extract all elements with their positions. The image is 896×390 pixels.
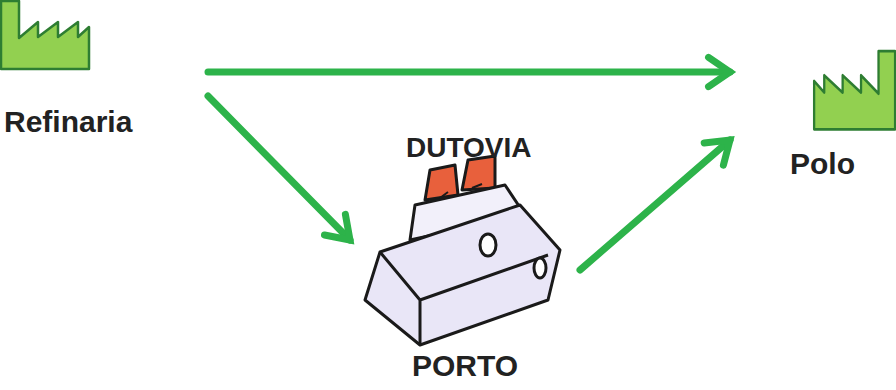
arrow-head <box>704 140 730 165</box>
arrow-line <box>580 140 730 270</box>
edge-label: DUTOVIA <box>406 131 532 165</box>
flow-arrow <box>208 96 350 240</box>
arrow-line <box>208 69 730 76</box>
arrow-head <box>709 57 730 86</box>
node-label: Polo <box>790 146 855 182</box>
node-label: Refinaria <box>4 104 132 140</box>
factory-icon <box>814 51 895 129</box>
node-label: PORTO <box>350 348 580 384</box>
arrow-head <box>324 214 350 240</box>
factory-icon <box>1 1 89 69</box>
factory-node: Polo <box>730 48 896 183</box>
arrow-line <box>208 96 350 240</box>
port-node: PORTO <box>350 150 580 388</box>
factory-node: Refinaria <box>0 0 208 145</box>
flow-arrow <box>580 140 730 270</box>
ship-icon <box>365 156 560 345</box>
flow-arrow <box>208 57 730 86</box>
